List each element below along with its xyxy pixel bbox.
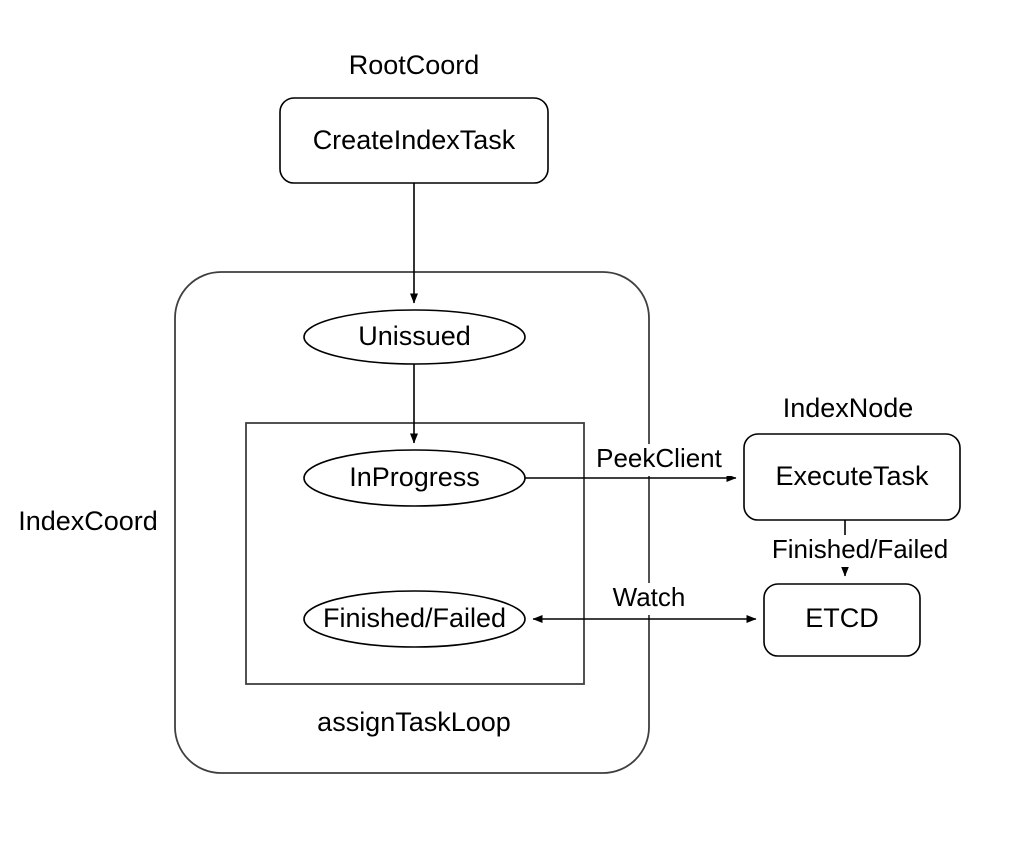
edge-label-watch: Watch xyxy=(613,582,686,612)
edge-label-peekclient: PeekClient xyxy=(596,443,723,473)
execute-task-shape[interactable] xyxy=(743,433,961,521)
node-etcd[interactable]: ETCD xyxy=(763,583,921,657)
create-index-task-label: CreateIndexTask xyxy=(313,125,516,155)
unissued-label: Unissued xyxy=(358,321,471,351)
node-inprogress[interactable]: InProgress xyxy=(303,449,526,507)
edge-label-finished-failed: Finished/Failed xyxy=(772,534,948,564)
edge-label-peekclient-group: PeekClient xyxy=(586,443,732,476)
peekclient-label-backdrop xyxy=(586,444,732,476)
group-label-assigntaskloop: assignTaskLoop xyxy=(317,707,511,737)
group-indexcoord[interactable] xyxy=(174,271,650,774)
node-finished-failed[interactable]: Finished/Failed xyxy=(303,590,526,648)
inprogress-label: InProgress xyxy=(349,462,480,492)
etcd-shape[interactable] xyxy=(763,583,921,657)
node-unissued[interactable]: Unissued xyxy=(303,309,526,365)
group-label-indexcoord: IndexCoord xyxy=(18,506,158,536)
node-create-index-task[interactable]: CreateIndexTask xyxy=(279,97,549,184)
watch-label-backdrop xyxy=(604,583,694,615)
etcd-label: ETCD xyxy=(805,603,879,633)
group-label-indexnode: IndexNode xyxy=(783,393,914,423)
edge-label-finishedfailed-group: Finished/Failed xyxy=(757,534,963,567)
execute-task-label: ExecuteTask xyxy=(775,461,929,491)
assigntaskloop-container-outline[interactable] xyxy=(245,422,585,685)
edge-label-watch-group: Watch xyxy=(604,582,694,615)
unissued-shape[interactable] xyxy=(303,309,526,365)
finished-failed-shape[interactable] xyxy=(303,590,526,648)
group-assigntaskloop[interactable] xyxy=(245,422,585,685)
indexcoord-container-outline[interactable] xyxy=(174,271,650,774)
finishedfailed-label-backdrop xyxy=(757,535,963,567)
group-label-rootcoord: RootCoord xyxy=(349,50,480,80)
node-execute-task[interactable]: ExecuteTask xyxy=(743,433,961,521)
inprogress-shape[interactable] xyxy=(303,449,526,507)
finished-failed-label: Finished/Failed xyxy=(323,603,506,633)
create-index-task-shape[interactable] xyxy=(279,97,549,184)
